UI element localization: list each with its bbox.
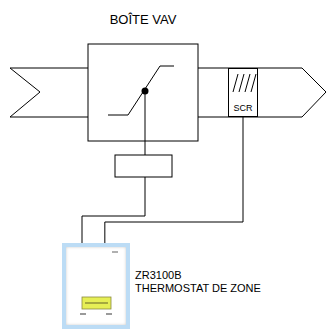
device-name: THERMOSTAT DE ZONE — [135, 282, 261, 294]
heater-label: SCR — [229, 103, 257, 113]
thermostat-face — [66, 247, 126, 325]
thermostat-device: ZR3100BTHERMOSTAT DE ZONE — [62, 243, 130, 329]
model-number: ZR3100B — [135, 269, 181, 281]
control-wire — [105, 117, 243, 243]
outlet-duct — [198, 68, 326, 117]
actuator-wire — [82, 177, 145, 243]
heater-hatch — [233, 74, 256, 92]
actuator-shaft — [145, 91, 146, 155]
damper-pivot — [142, 88, 149, 95]
heater-box: SCR — [228, 68, 258, 117]
actuator-box — [115, 155, 172, 177]
diagram-title: BOÎTE VAV — [0, 12, 286, 27]
inlet-duct — [10, 68, 88, 117]
damper-housing — [88, 44, 198, 141]
damper-symbol — [108, 66, 174, 115]
